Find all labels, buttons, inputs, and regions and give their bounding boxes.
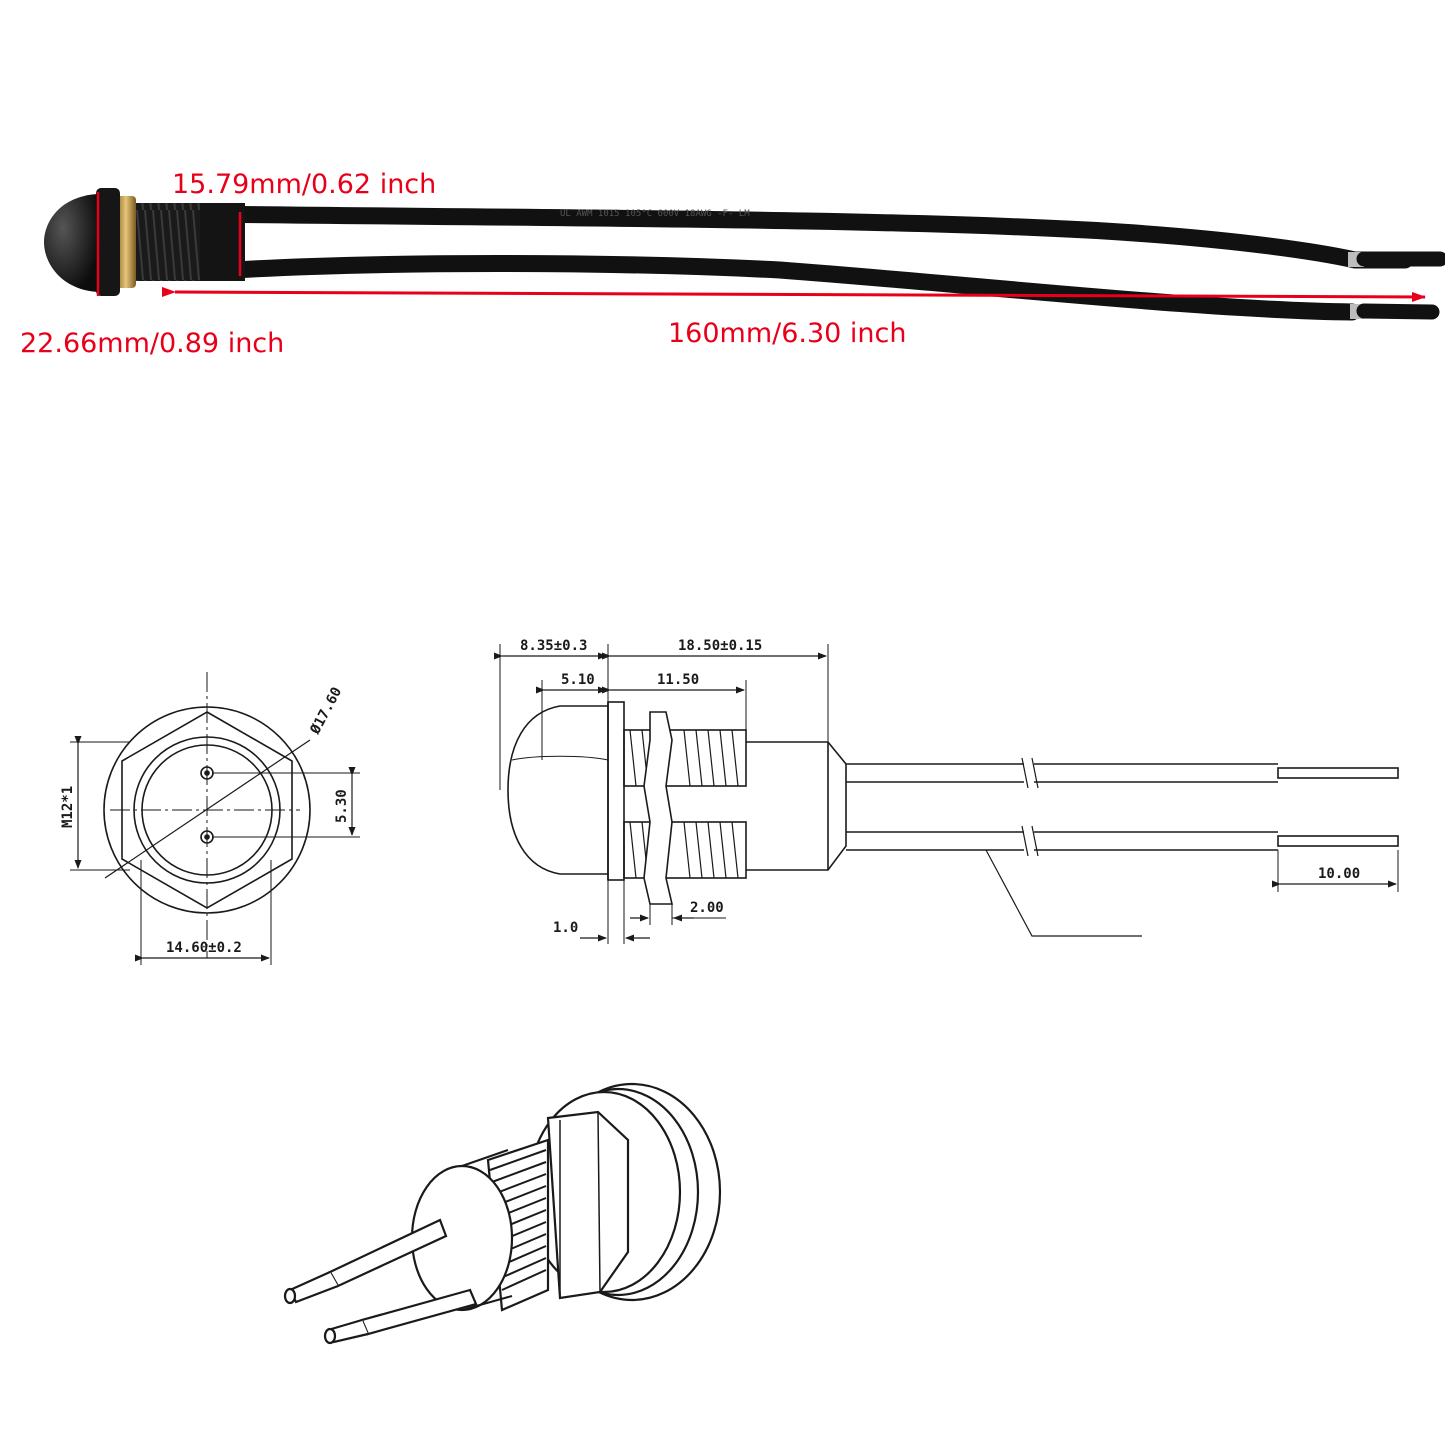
front-view-drawing [70, 672, 360, 965]
thread-label: M12*1 [60, 786, 76, 828]
wire-printing: UL AWM 1015 105°C 600V 18AWG -F- LM [560, 209, 750, 219]
upper-wire [191, 205, 1414, 269]
wire-tip-lower [1277, 835, 1399, 847]
hex-width-label: 14.60±0.2 [166, 940, 242, 956]
thread-upper [623, 729, 747, 787]
side-hex-nut [643, 711, 674, 905]
cap-flange [96, 188, 120, 296]
thread-lower [623, 821, 747, 879]
wire-strip-label: 10.00 [1318, 866, 1360, 882]
cap-total-label: 8.35±0.3 [520, 638, 587, 654]
dome-cap [44, 194, 98, 292]
wire-leader [985, 849, 1142, 937]
diameter-label: Ø17.60 [307, 685, 345, 738]
dim-length-arrow [161, 286, 1426, 302]
lower-wire [191, 255, 1361, 321]
side-dome [507, 705, 608, 875]
side-flange [607, 701, 625, 881]
dim-length-label: 160mm/6.30 inch [668, 318, 907, 349]
front-view-labels: M12*1 Ø17.60 5.30 14.60±0.2 [60, 685, 350, 956]
body-length-label: 18.50±0.15 [678, 638, 762, 654]
product-photo: UL AWM 1015 105°C 600V 18AWG -F- LM [44, 188, 1445, 321]
brass-nut [116, 196, 136, 288]
dim-width-label: 15.79mm/0.62 inch [172, 169, 436, 200]
thread-length-label: 11.50 [657, 672, 699, 688]
side-body [746, 741, 847, 871]
washer-label: 1.0 [553, 920, 578, 936]
dim-height-label: 22.66mm/0.89 inch [20, 328, 284, 359]
isometric-sketch [283, 1082, 722, 1345]
side-view-drawing [494, 644, 1399, 944]
cap-dome-label: 5.10 [561, 672, 595, 688]
pin-spacing-label: 5.30 [334, 789, 350, 823]
iso-wire-lower [360, 1288, 478, 1336]
nut-thickness-label: 2.00 [690, 900, 724, 916]
photo-dimensions: 15.79mm/0.62 inch 22.66mm/0.89 inch 160m… [20, 169, 1426, 359]
wire-tip-upper [1277, 767, 1399, 779]
side-view-labels: 8.35±0.3 18.50±0.15 5.10 11.50 2.00 1.0 … [520, 638, 1360, 936]
